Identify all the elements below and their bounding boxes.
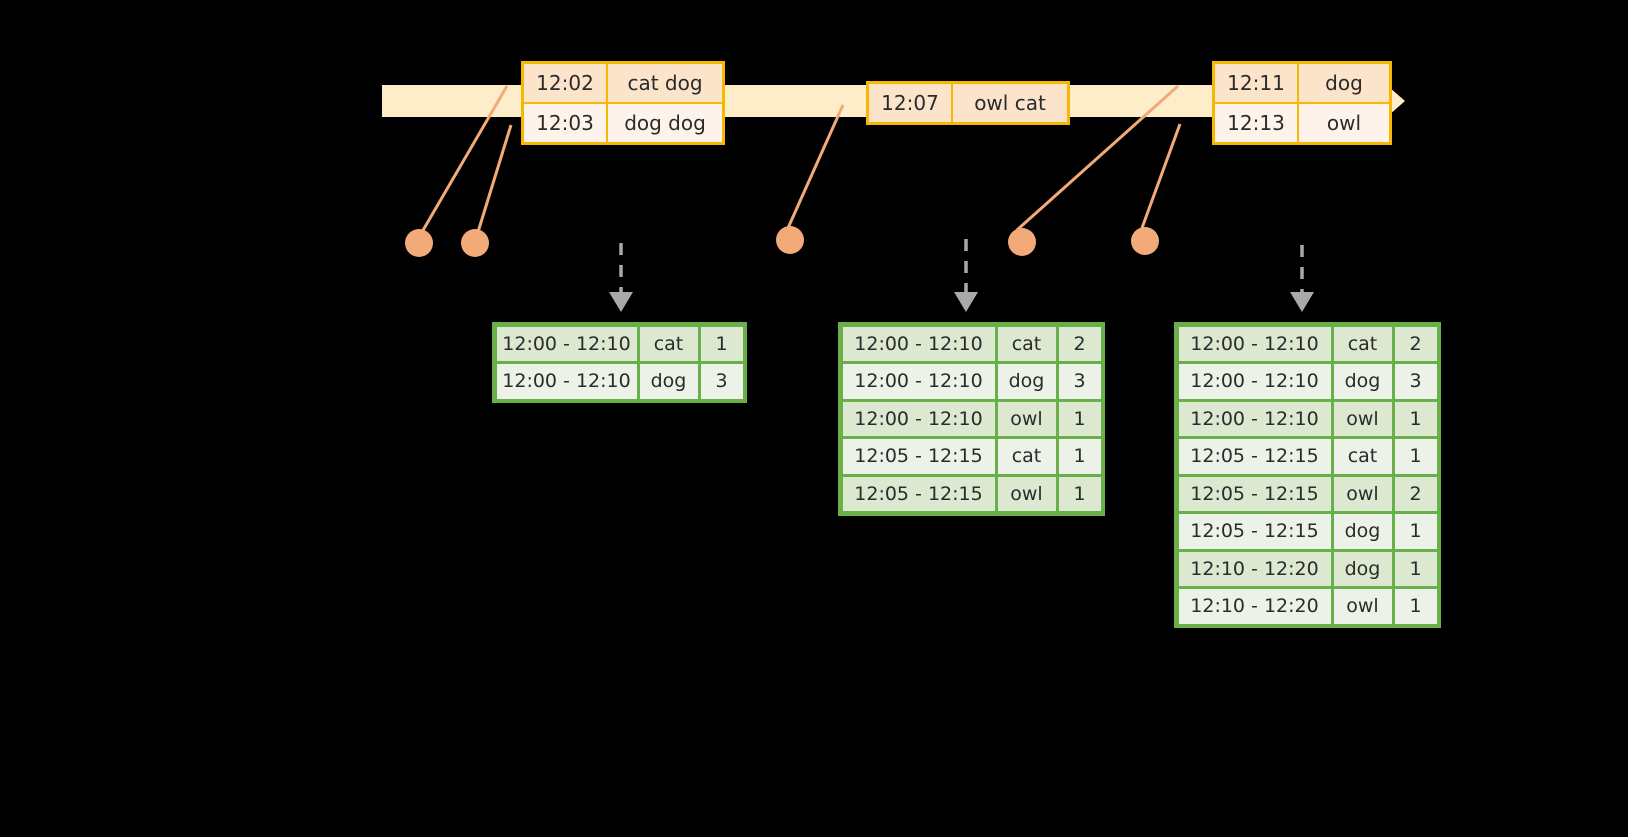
event-marker-dot-1 [405, 229, 433, 257]
cell-count: 1 [700, 326, 743, 361]
result-table-2[interactable]: 12:00 - 12:10 cat 2 12:00 - 12:10 dog 3 … [838, 322, 1105, 516]
cell-count: 2 [1058, 326, 1101, 361]
cell-window: 12:00 - 12:10 [1178, 364, 1331, 399]
cell-word: owl [1333, 401, 1392, 436]
cell-word: dog [997, 364, 1056, 399]
event-box-3[interactable]: 12:11 dog 12:13 owl [1212, 61, 1392, 145]
event-box-1[interactable]: 12:02 cat dog 12:03 dog dog [521, 61, 725, 145]
cell-count: 3 [700, 364, 743, 399]
cell-word: dog [1333, 514, 1392, 549]
dashed-arrow-head-icon-2 [954, 292, 978, 312]
event-box-2[interactable]: 12:07 owl cat [866, 81, 1070, 125]
event-row: 12:11 dog [1215, 64, 1389, 102]
cell-word: dog [1333, 364, 1392, 399]
cell-window: 12:00 - 12:10 [1178, 401, 1331, 436]
event-row: 12:02 cat dog [524, 64, 722, 102]
cell-window: 12:00 - 12:10 [496, 326, 637, 361]
dashed-arrow-head-icon-3 [1290, 292, 1314, 312]
cell-window: 12:00 - 12:10 [496, 364, 637, 399]
cell-word: cat [1333, 326, 1392, 361]
event-time: 12:03 [524, 104, 608, 142]
result-table-3[interactable]: 12:00 - 12:10 cat 2 12:00 - 12:10 dog 3 … [1174, 322, 1441, 628]
event-words: dog dog [608, 104, 722, 142]
table-row: 12:05 - 12:15 cat 1 [841, 438, 1102, 476]
cell-window: 12:10 - 12:20 [1178, 589, 1331, 624]
cell-window: 12:05 - 12:15 [1178, 476, 1331, 511]
table-row: 12:00 - 12:10 owl 1 [841, 400, 1102, 438]
event-time: 12:11 [1215, 64, 1299, 102]
event-marker-dot-3 [776, 226, 804, 254]
cell-window: 12:05 - 12:15 [1178, 514, 1331, 549]
cell-window: 12:05 - 12:15 [842, 439, 995, 474]
event-row: 12:13 owl [1215, 102, 1389, 142]
table-row: 12:05 - 12:15 dog 1 [1177, 513, 1438, 551]
cell-word: cat [997, 439, 1056, 474]
cell-word: owl [1333, 589, 1392, 624]
result-table-1[interactable]: 12:00 - 12:10 cat 1 12:00 - 12:10 dog 3 [492, 322, 747, 403]
cell-count: 1 [1394, 439, 1437, 474]
table-row: 12:10 - 12:20 dog 1 [1177, 550, 1438, 588]
dashed-arrow-head-icon-1 [609, 292, 633, 312]
cell-window: 12:05 - 12:15 [842, 476, 995, 511]
cell-count: 2 [1394, 326, 1437, 361]
event-words: cat dog [608, 64, 722, 102]
cell-count: 1 [1058, 401, 1101, 436]
cell-word: cat [639, 326, 698, 361]
event-words: owl cat [953, 84, 1067, 122]
event-time: 12:02 [524, 64, 608, 102]
cell-count: 2 [1394, 476, 1437, 511]
cell-window: 12:00 - 12:10 [1178, 326, 1331, 361]
cell-window: 12:05 - 12:15 [1178, 439, 1331, 474]
table-row: 12:05 - 12:15 owl 2 [1177, 475, 1438, 513]
table-row: 12:00 - 12:10 cat 2 [1177, 325, 1438, 363]
cell-count: 3 [1058, 364, 1101, 399]
event-words: owl [1299, 104, 1389, 142]
event-row: 12:07 owl cat [869, 84, 1067, 122]
table-row: 12:00 - 12:10 dog 3 [841, 363, 1102, 401]
cell-word: owl [997, 476, 1056, 511]
table-row: 12:05 - 12:15 owl 1 [841, 475, 1102, 513]
leader-line-3 [786, 104, 845, 229]
table-row: 12:10 - 12:20 owl 1 [1177, 588, 1438, 626]
event-marker-dot-4 [1008, 228, 1036, 256]
table-row: 12:00 - 12:10 cat 2 [841, 325, 1102, 363]
cell-word: dog [1333, 551, 1392, 586]
cell-word: owl [997, 401, 1056, 436]
cell-count: 1 [1394, 514, 1437, 549]
event-words: dog [1299, 64, 1389, 102]
cell-count: 3 [1394, 364, 1437, 399]
cell-word: cat [1333, 439, 1392, 474]
leader-line-5 [1140, 123, 1182, 229]
table-row: 12:00 - 12:10 cat 1 [495, 325, 744, 363]
leader-line-2 [476, 124, 513, 233]
cell-word: dog [639, 364, 698, 399]
cell-word: cat [997, 326, 1056, 361]
cell-count: 1 [1058, 439, 1101, 474]
event-time: 12:13 [1215, 104, 1299, 142]
table-row: 12:00 - 12:10 dog 3 [495, 363, 744, 401]
cell-count: 1 [1058, 476, 1101, 511]
cell-count: 1 [1394, 589, 1437, 624]
event-row: 12:03 dog dog [524, 102, 722, 142]
event-marker-dot-5 [1131, 227, 1159, 255]
event-marker-dot-2 [461, 229, 489, 257]
table-row: 12:00 - 12:10 dog 3 [1177, 363, 1438, 401]
table-row: 12:00 - 12:10 owl 1 [1177, 400, 1438, 438]
cell-word: owl [1333, 476, 1392, 511]
cell-count: 1 [1394, 551, 1437, 586]
cell-window: 12:00 - 12:10 [842, 364, 995, 399]
cell-window: 12:00 - 12:10 [842, 326, 995, 361]
event-time: 12:07 [869, 84, 953, 122]
cell-window: 12:00 - 12:10 [842, 401, 995, 436]
cell-window: 12:10 - 12:20 [1178, 551, 1331, 586]
table-row: 12:05 - 12:15 cat 1 [1177, 438, 1438, 476]
cell-count: 1 [1394, 401, 1437, 436]
